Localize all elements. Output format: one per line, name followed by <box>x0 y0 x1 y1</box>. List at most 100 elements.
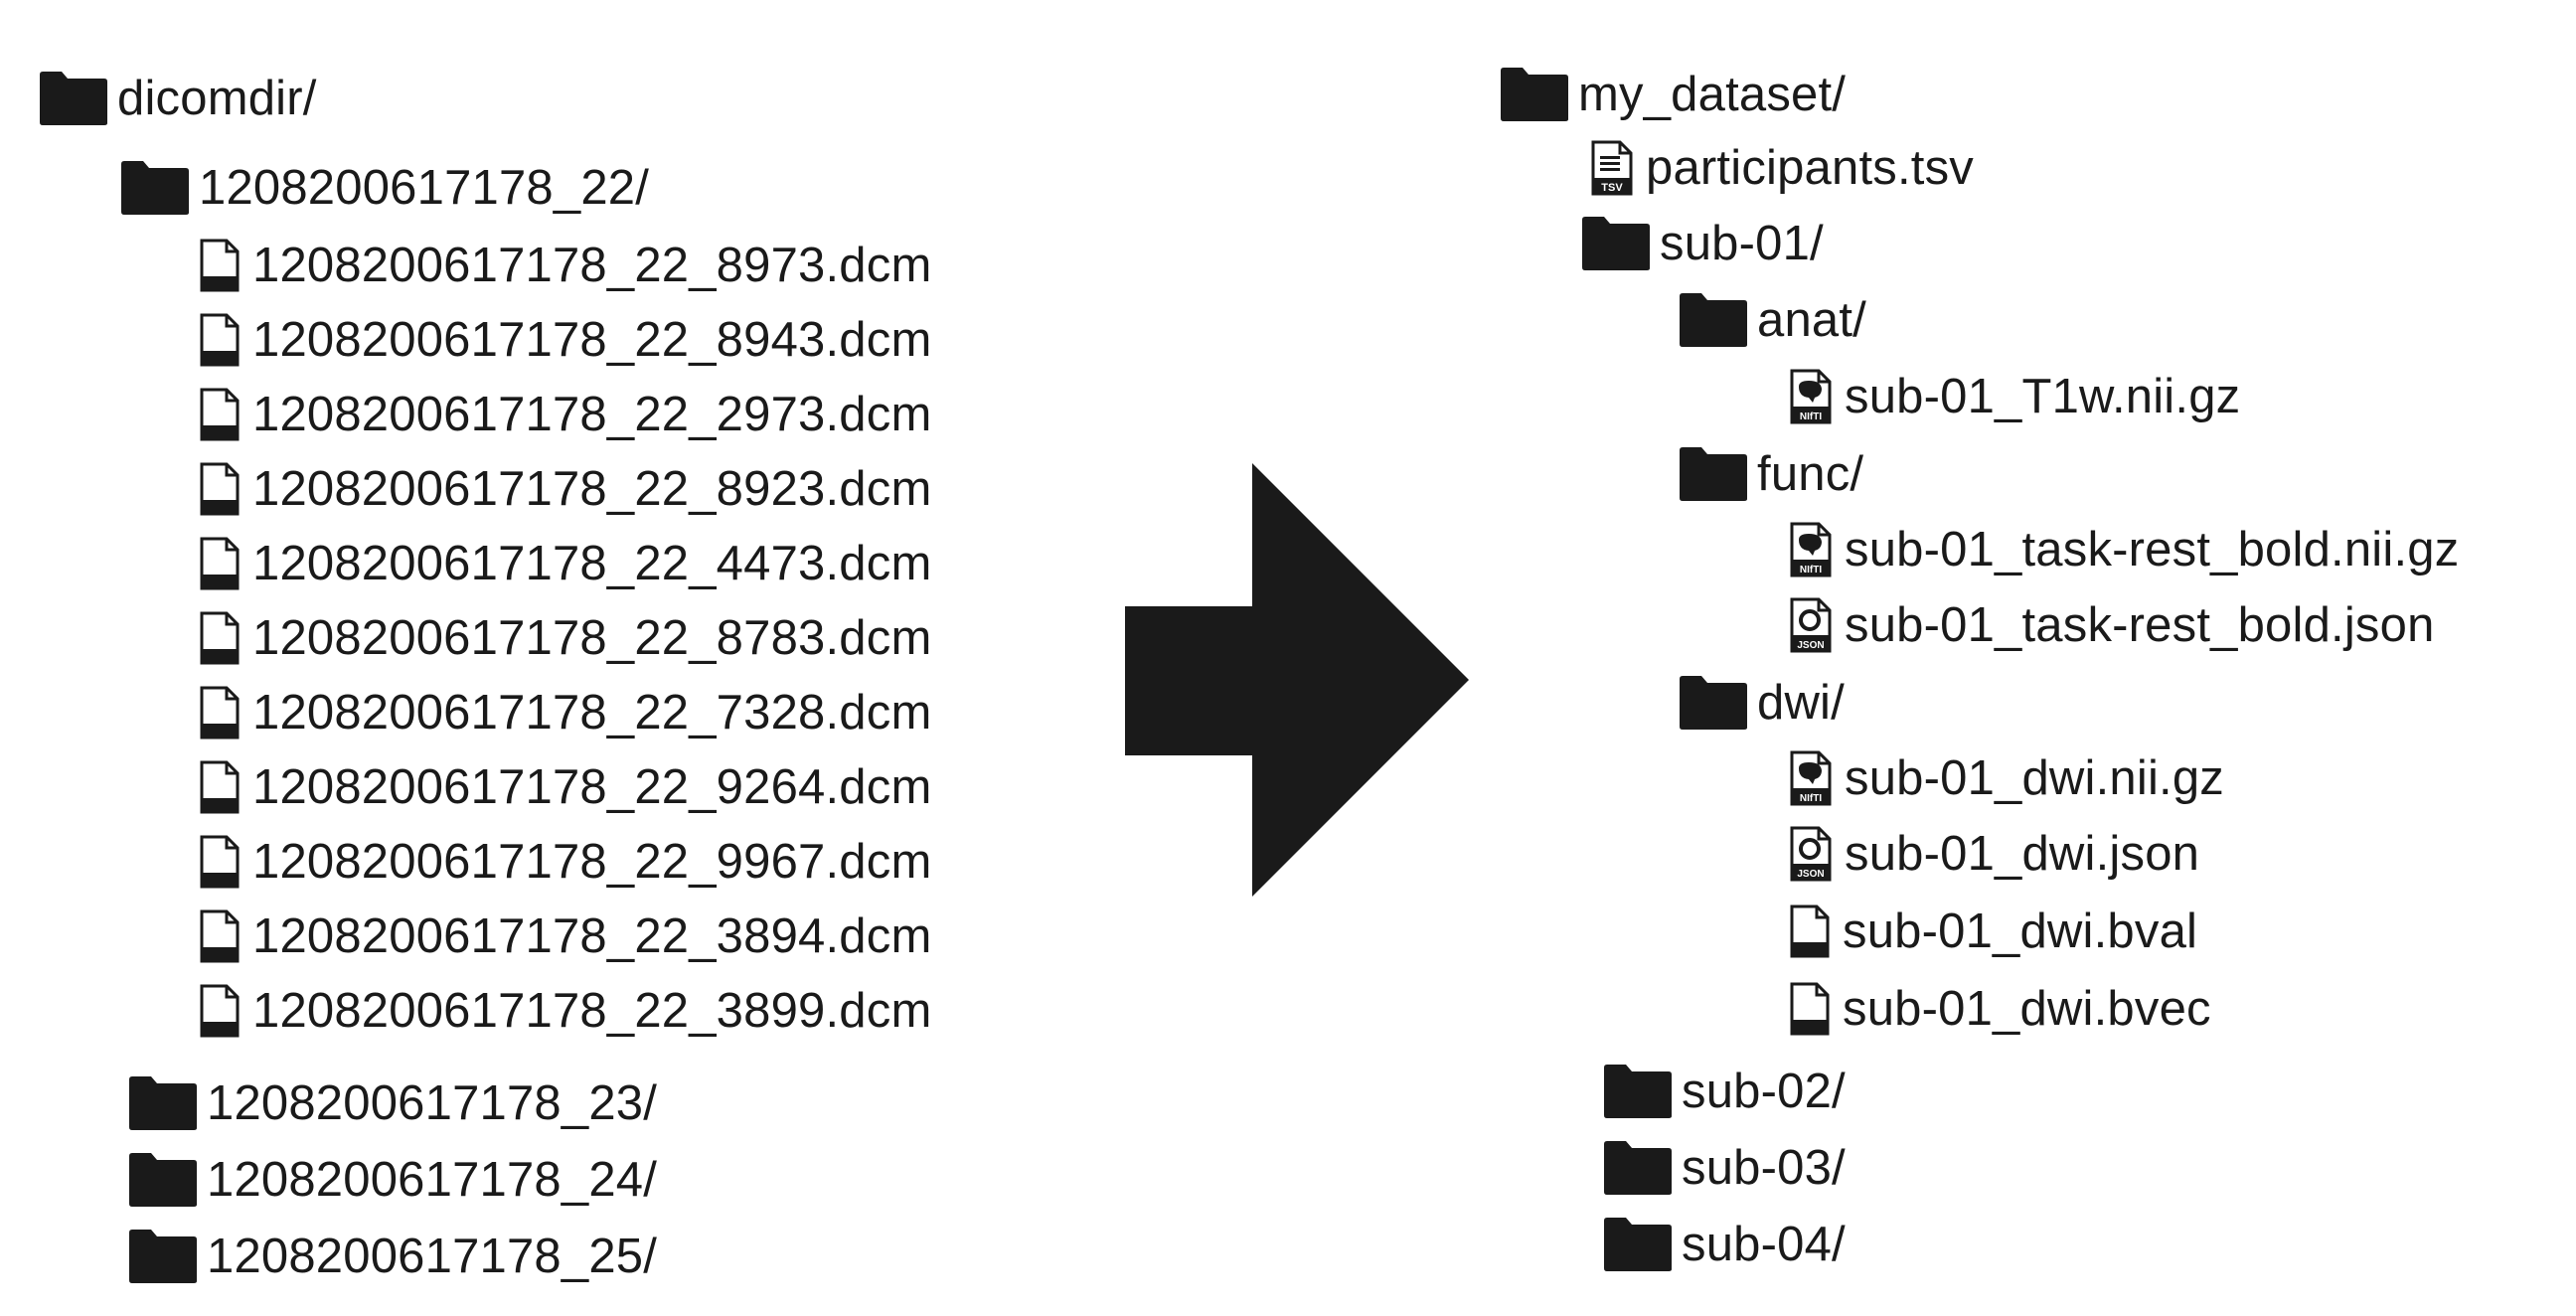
folder-row-my-dataset[interactable]: my_dataset/ <box>1499 58 1846 131</box>
nifti-file-icon: NIfTI <box>1789 750 1833 806</box>
folder-icon <box>1602 1140 1674 1196</box>
file-row-dcm[interactable]: 1208200617178_22_8783.dcm <box>199 601 931 675</box>
folder-icon <box>38 71 109 126</box>
folder-label: 1208200617178_24/ <box>207 1152 658 1207</box>
file-icon <box>199 760 241 814</box>
folder-icon <box>1602 1217 1674 1272</box>
file-row-dcm[interactable]: 1208200617178_22_9264.dcm <box>199 750 931 824</box>
file-label: 1208200617178_22_8923.dcm <box>252 461 932 516</box>
folder-row-subject[interactable]: sub-03/ <box>1602 1131 1846 1205</box>
file-row-dcm[interactable]: 1208200617178_22_3899.dcm <box>199 974 931 1048</box>
svg-text:NIfTI: NIfTI <box>1800 411 1822 422</box>
folder-icon <box>1499 67 1570 122</box>
folder-icon <box>127 1075 199 1131</box>
folder-icon <box>127 1229 199 1284</box>
folder-label: anat/ <box>1757 292 1866 347</box>
file-label: sub-01_task-rest_bold.json <box>1845 597 2435 652</box>
folder-icon <box>1678 675 1749 731</box>
folder-row-subject[interactable]: sub-04/ <box>1602 1208 1846 1281</box>
file-row-dcm[interactable]: 1208200617178_22_2973.dcm <box>199 378 931 451</box>
folder-label: dwi/ <box>1757 675 1845 730</box>
svg-text:JSON: JSON <box>1797 640 1824 651</box>
folder-label: sub-02/ <box>1682 1064 1846 1118</box>
folder-icon <box>1678 292 1749 348</box>
file-label: 1208200617178_22_9264.dcm <box>252 759 932 814</box>
file-icon <box>199 611 241 665</box>
file-row-dwi-json[interactable]: JSON sub-01_dwi.json <box>1789 817 2199 891</box>
file-row-participants[interactable]: TSV participants.tsv <box>1590 131 1974 205</box>
json-file-icon: JSON <box>1789 597 1833 653</box>
file-row-dcm[interactable]: 1208200617178_22_4473.dcm <box>199 527 931 600</box>
file-row-dcm[interactable]: 1208200617178_22_8923.dcm <box>199 452 931 526</box>
file-label: 1208200617178_22_4473.dcm <box>252 536 932 590</box>
file-label: participants.tsv <box>1646 140 1975 195</box>
file-label: 1208200617178_22_2973.dcm <box>252 387 932 441</box>
right-arrow-icon <box>1125 463 1469 902</box>
folder-row-sub-01[interactable]: sub-01/ <box>1580 207 1824 280</box>
file-label: sub-01_dwi.json <box>1845 826 2200 881</box>
file-row-dwi-nii[interactable]: NIfTI sub-01_dwi.nii.gz <box>1789 741 2224 815</box>
folder-label: 1208200617178_22/ <box>199 160 650 215</box>
file-row-dcm[interactable]: 1208200617178_22_8943.dcm <box>199 303 931 377</box>
folder-row-dicomdir[interactable]: dicomdir/ <box>38 62 317 135</box>
file-row-dwi-bvec[interactable]: sub-01_dwi.bvec <box>1789 972 2211 1046</box>
folder-label: dicomdir/ <box>117 71 317 125</box>
folder-row-series-22[interactable]: 1208200617178_22/ <box>119 151 649 225</box>
folder-label: sub-01/ <box>1660 216 1824 270</box>
file-icon <box>199 462 241 516</box>
file-row-dcm[interactable]: 1208200617178_22_8973.dcm <box>199 229 931 302</box>
file-row-dcm[interactable]: 1208200617178_22_7328.dcm <box>199 676 931 749</box>
folder-label: sub-03/ <box>1682 1140 1846 1195</box>
file-label: 1208200617178_22_3894.dcm <box>252 908 932 963</box>
file-row-bold-nii[interactable]: NIfTI sub-01_task-rest_bold.nii.gz <box>1789 513 2459 586</box>
file-label: 1208200617178_22_9967.dcm <box>252 834 932 889</box>
file-row-t1w[interactable]: NIfTI sub-01_T1w.nii.gz <box>1789 360 2240 433</box>
svg-text:JSON: JSON <box>1797 869 1824 880</box>
folder-label: sub-04/ <box>1682 1217 1846 1271</box>
file-row-dcm[interactable]: 1208200617178_22_3894.dcm <box>199 900 931 973</box>
svg-text:NIfTI: NIfTI <box>1800 565 1822 576</box>
folder-row-anat[interactable]: anat/ <box>1678 283 1866 357</box>
folder-label: 1208200617178_25/ <box>207 1229 658 1283</box>
file-icon <box>1789 905 1831 958</box>
file-label: 1208200617178_22_8973.dcm <box>252 238 932 292</box>
folder-icon <box>1602 1064 1674 1119</box>
folder-label: func/ <box>1757 446 1864 501</box>
file-label: sub-01_dwi.nii.gz <box>1845 750 2225 805</box>
folder-row-subject[interactable]: sub-02/ <box>1602 1055 1846 1128</box>
folder-label: my_dataset/ <box>1578 67 1847 121</box>
svg-text:TSV: TSV <box>1601 182 1623 194</box>
file-label: 1208200617178_22_8943.dcm <box>252 312 932 367</box>
folder-row-dwi[interactable]: dwi/ <box>1678 666 1845 740</box>
file-icon <box>199 537 241 590</box>
file-icon <box>199 313 241 367</box>
folder-icon <box>1678 446 1749 502</box>
file-label: sub-01_dwi.bvec <box>1843 981 2211 1036</box>
file-icon <box>1789 982 1831 1036</box>
file-row-dwi-bval[interactable]: sub-01_dwi.bval <box>1789 895 2197 968</box>
file-label: sub-01_T1w.nii.gz <box>1845 369 2241 423</box>
file-icon <box>199 239 241 292</box>
file-row-bold-json[interactable]: JSON sub-01_task-rest_bold.json <box>1789 588 2435 662</box>
file-label: 1208200617178_22_7328.dcm <box>252 685 932 740</box>
file-label: sub-01_task-rest_bold.nii.gz <box>1845 522 2460 576</box>
nifti-file-icon: NIfTI <box>1789 522 1833 577</box>
folder-row-func[interactable]: func/ <box>1678 437 1863 511</box>
folder-row-series[interactable]: 1208200617178_25/ <box>127 1220 657 1293</box>
file-label: sub-01_dwi.bval <box>1843 904 2198 958</box>
folder-row-series[interactable]: 1208200617178_23/ <box>127 1067 657 1140</box>
nifti-file-icon: NIfTI <box>1789 369 1833 424</box>
folder-label: 1208200617178_23/ <box>207 1075 658 1130</box>
file-row-dcm[interactable]: 1208200617178_22_9967.dcm <box>199 825 931 899</box>
folder-row-series[interactable]: 1208200617178_24/ <box>127 1143 657 1217</box>
tsv-file-icon: TSV <box>1590 140 1634 196</box>
file-icon <box>199 388 241 441</box>
folder-icon <box>1580 216 1652 271</box>
json-file-icon: JSON <box>1789 826 1833 882</box>
file-label: 1208200617178_22_3899.dcm <box>252 983 932 1038</box>
file-icon <box>199 686 241 740</box>
file-icon <box>199 835 241 889</box>
folder-icon <box>127 1152 199 1208</box>
folder-icon <box>119 160 191 216</box>
file-icon <box>199 984 241 1038</box>
